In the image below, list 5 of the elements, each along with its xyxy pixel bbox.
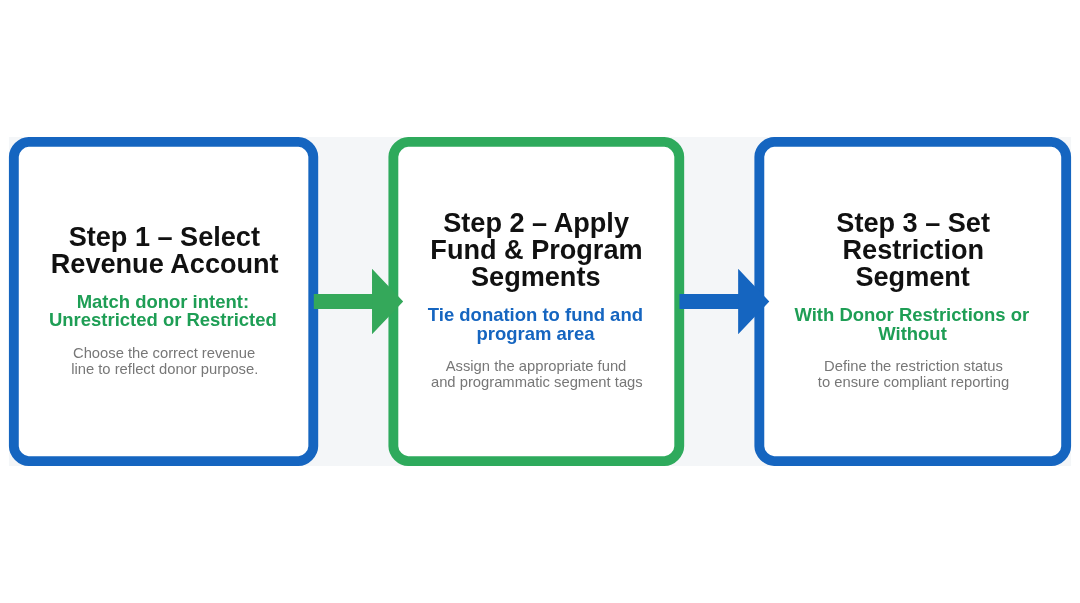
node-box: Step 2 – Apply Fund & Program Segments Tie donation to fund and program area Assign the appropriate fund and programmatic segment tags <box>388 137 685 466</box>
node-box: Step 1 – Select Revenue Account Match donor intent: Unrestricted or Restricted Choose the correct revenue line to reflect donor purpose. <box>8 137 319 466</box>
node-box: Step 3 – Set Restriction Segment With Donor Restrictions or Without Define the restriction status to ensure compliant reporting <box>754 137 1072 466</box>
arrow <box>313 268 404 335</box>
arrow <box>679 268 770 335</box>
